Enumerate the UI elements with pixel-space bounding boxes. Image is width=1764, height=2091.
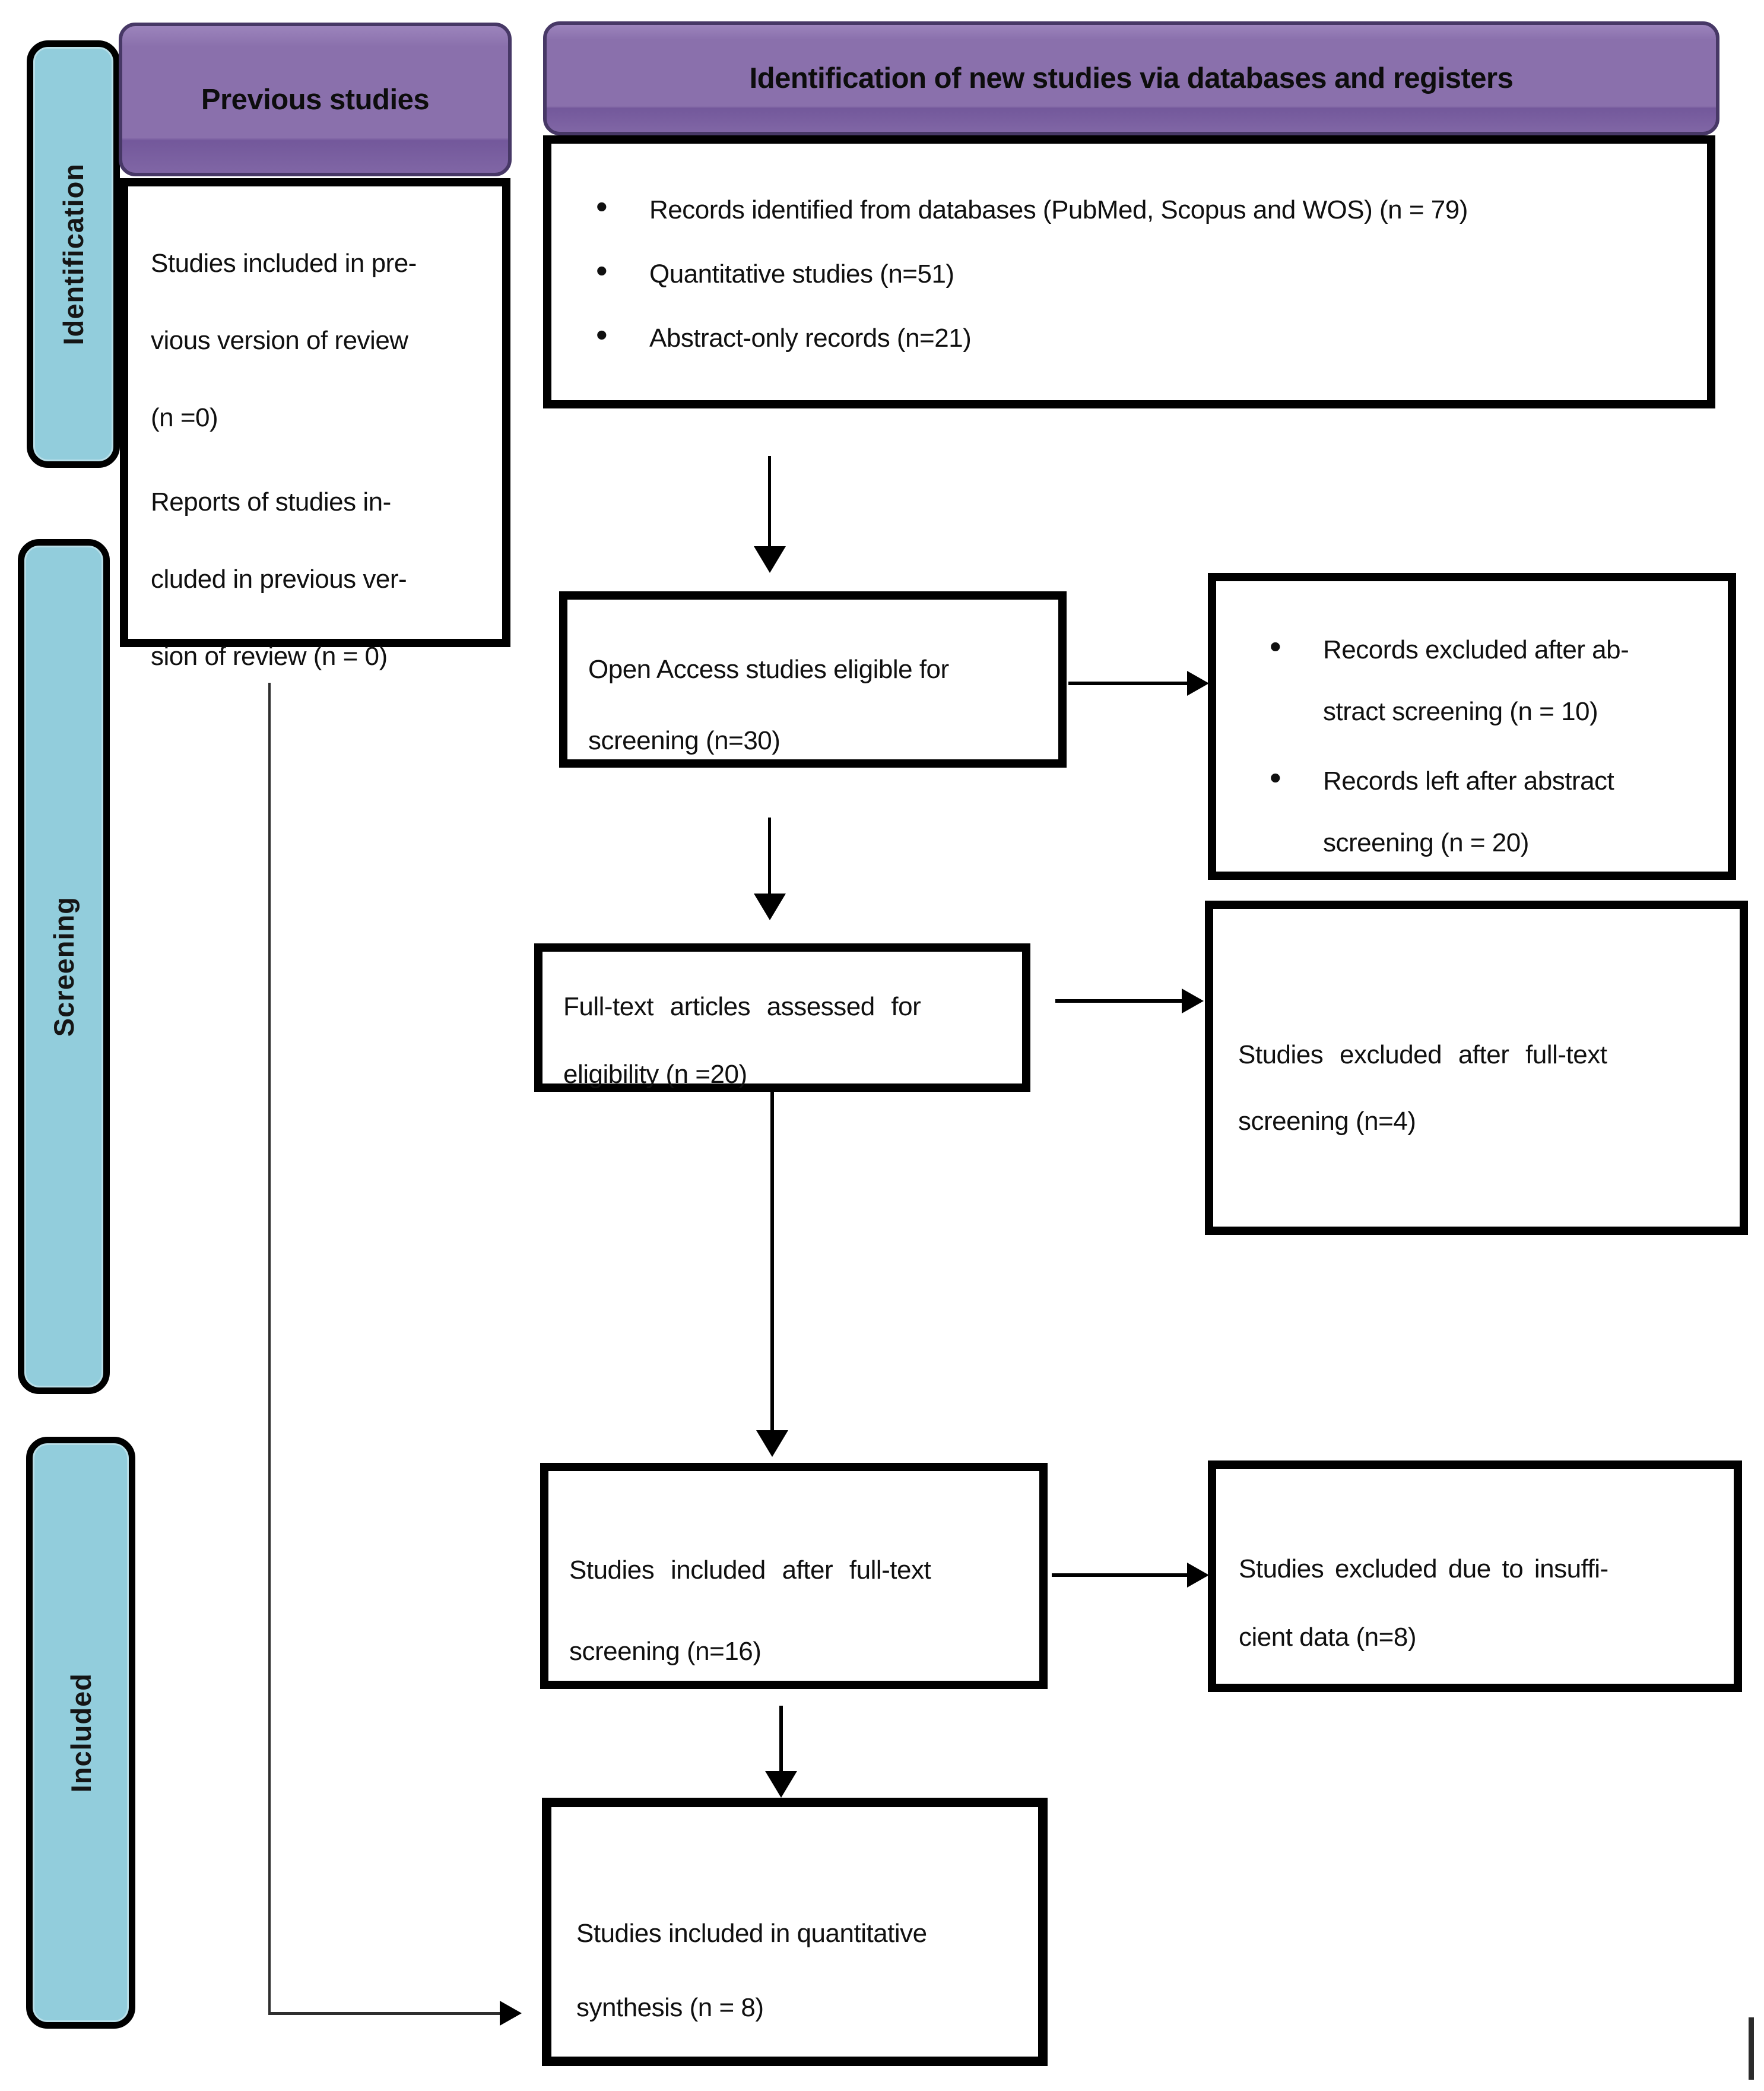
arrowhead-down-icon: [754, 546, 786, 573]
arrow-openaccess-to-excluded: [1068, 682, 1187, 685]
box-included-fulltext: Studies included after full-text screeni…: [540, 1463, 1048, 1689]
header-previous-studies-label: Previous studies: [201, 83, 430, 116]
arrow-included-to-quantitative: [779, 1706, 783, 1771]
box-records-identified: Records identified from databases (PubMe…: [543, 135, 1715, 408]
arrowhead-right-icon: [500, 2001, 522, 2026]
arrow-openaccess-to-fulltext: [768, 818, 771, 894]
excluded-abstract-bullet-1: Records excluded after ab- stract screen…: [1270, 616, 1728, 743]
arrowhead-down-icon: [765, 1771, 797, 1798]
records-bullet-1: Records identified from databases (PubMe…: [596, 191, 1707, 226]
box-previous-studies: Studies included in pre- vious version o…: [120, 178, 510, 671]
box-full-text: Full-text articles assessed for eligibil…: [534, 943, 1030, 1092]
arrowhead-down-icon: [756, 1430, 788, 1457]
arrowhead-down-icon: [754, 894, 786, 920]
box-excluded-abstract: Records excluded after ab- stract screen…: [1208, 573, 1736, 880]
arrowhead-right-icon: [1187, 671, 1209, 696]
rail-identification: Identification: [27, 40, 120, 468]
arrowhead-right-icon: [1182, 989, 1204, 1013]
elbow-connector-vertical: [268, 683, 271, 2014]
box-quantitative-synthesis: Studies included in quantitative synthes…: [542, 1798, 1048, 2066]
header-new-studies: Identification of new studies via databa…: [543, 21, 1719, 135]
elbow-connector-horizontal: [268, 2012, 501, 2015]
arrow-records-to-openaccess: [768, 456, 771, 546]
header-new-studies-label: Identification of new studies via databa…: [749, 62, 1514, 94]
records-bullet-3: Abstract-only records (n=21): [596, 319, 1707, 354]
box-open-access: Open Access studies eligible for screeni…: [559, 591, 1067, 768]
rail-screening: Screening: [18, 539, 110, 1394]
box-excluded-insufficient: Studies excluded due to insuffi- cient d…: [1208, 1460, 1742, 1692]
records-bullet-2: Quantitative studies (n=51): [596, 255, 1707, 290]
box-excluded-fulltext: Studies excluded after full-text screeni…: [1205, 901, 1748, 1235]
previous-reports-text: Reports of studies in-: [151, 487, 391, 517]
rail-included-label: Included: [65, 1672, 97, 1793]
arrow-fulltext-to-included: [770, 1092, 774, 1430]
rail-screening-label: Screening: [48, 896, 80, 1037]
header-previous-studies: Previous studies: [119, 23, 512, 176]
rail-included: Included: [26, 1437, 135, 2029]
previous-studies-text: Studies included in pre-: [151, 249, 417, 278]
arrow-fulltext-to-excluded: [1055, 999, 1182, 1003]
arrow-included-to-excluded: [1052, 1573, 1187, 1577]
arrowhead-right-icon: [1187, 1563, 1209, 1588]
text-cursor-mark: [1749, 2017, 1754, 2080]
rail-identification-label: Identification: [58, 163, 89, 346]
excluded-abstract-bullet-2: Records left after abstract screening (n…: [1270, 747, 1728, 874]
